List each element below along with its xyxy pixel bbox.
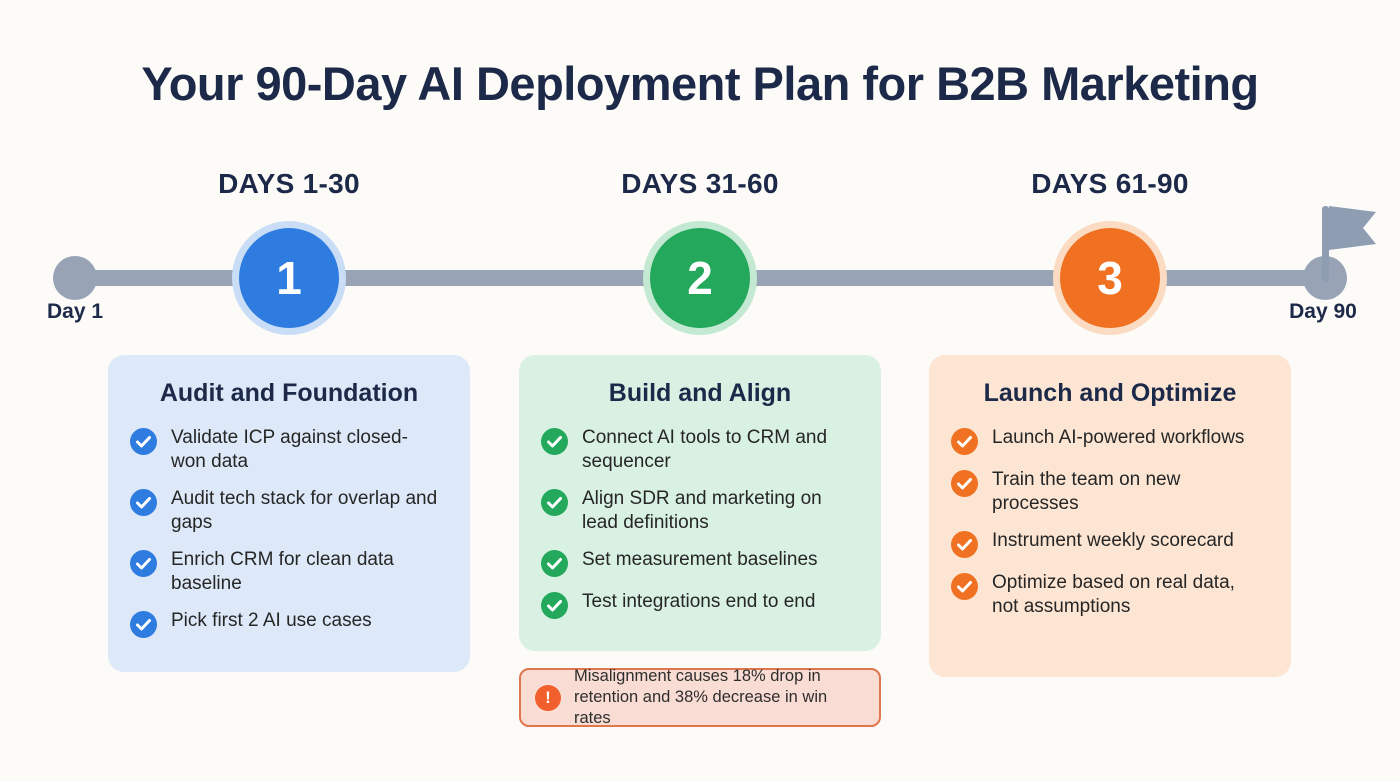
day1-label: Day 1: [46, 300, 104, 323]
check-icon: [951, 470, 978, 497]
checklist-item: Align SDR and marketing on lead definiti…: [541, 487, 859, 535]
day90-label: Day 90: [1289, 300, 1357, 323]
checklist-item: Launch AI-powered workflows: [951, 426, 1269, 455]
card-title: Launch and Optimize: [983, 379, 1237, 407]
check-icon: [951, 428, 978, 455]
card-title: Build and Align: [608, 379, 792, 407]
check-icon: [541, 549, 568, 577]
check-icon: [130, 610, 157, 638]
item-text: Connect AI tools to CRM and sequencer: [582, 427, 828, 472]
item-text: Audit tech stack for overlap and gaps: [171, 487, 438, 533]
phase-2-number: 2: [650, 228, 750, 328]
check-icon: [541, 488, 568, 516]
phase-3-circle: 3: [1053, 221, 1167, 335]
checklist-item: Validate ICP against closed-won data: [130, 426, 448, 474]
card-title: Audit and Foundation: [159, 379, 419, 407]
phase-1-number: 1: [239, 228, 339, 328]
phase-1-circle: 1: [232, 221, 346, 335]
check-icon: [951, 572, 978, 600]
checklist-item: Test integrations end to end: [541, 590, 859, 619]
page-title: Your 90-Day AI Deployment Plan for B2B M…: [141, 57, 1259, 110]
item-text: Instrument weekly scorecard: [992, 529, 1234, 551]
check-icon: [130, 488, 157, 516]
flag-icon: [1322, 206, 1376, 282]
checklist-item: Enrich CRM for clean data baseline: [130, 548, 448, 596]
item-text: Set measurement baselines: [582, 548, 818, 570]
timeline-start-dot: [53, 256, 97, 300]
phase-3-number: 3: [1060, 228, 1160, 328]
checklist-item: Audit tech stack for overlap and gaps: [130, 487, 448, 535]
check-icon: [541, 591, 568, 619]
phase-2-label: DAYS 31-60: [621, 168, 779, 199]
card-launch-and-optimize: Launch and Optimize Launch AI-powered wo…: [929, 355, 1291, 677]
item-text: Enrich CRM for clean data baseline: [171, 548, 394, 594]
phase-3-label: DAYS 61-90: [1031, 168, 1189, 199]
checklist-item: Optimize based on real data, not assumpt…: [951, 571, 1269, 619]
item-text: Test integrations end to end: [582, 590, 816, 612]
item-text: Launch AI-powered workflows: [992, 427, 1245, 448]
check-icon: [541, 428, 568, 455]
checklist-item: Pick first 2 AI use cases: [130, 609, 448, 638]
exclamation-icon: !: [535, 684, 561, 711]
warning-callout: ! Misalignment causes 18% drop in retent…: [519, 666, 881, 728]
check-icon: [130, 428, 157, 455]
checklist-item: Instrument weekly scorecard: [951, 529, 1269, 558]
checklist-item: Train the team on new processes: [951, 468, 1269, 516]
item-text: Optimize based on real data, not assumpt…: [992, 571, 1235, 617]
phase-1-label: DAYS 1-30: [218, 168, 360, 199]
phase-2-circle: 2: [643, 221, 757, 335]
item-text: Align SDR and marketing on lead definiti…: [582, 487, 822, 533]
checklist-item: Set measurement baselines: [541, 548, 859, 577]
item-text: Pick first 2 AI use cases: [171, 609, 372, 631]
item-text: Train the team on new processes: [992, 469, 1181, 514]
check-icon: [951, 530, 978, 558]
item-text: Validate ICP against closed-won data: [171, 427, 408, 472]
callout-text: Misalignment causes 18% drop in retentio…: [574, 666, 828, 728]
card-build-and-align: Build and Align Connect AI tools to CRM …: [519, 355, 881, 651]
checklist-item: Connect AI tools to CRM and sequencer: [541, 426, 859, 474]
check-icon: [130, 549, 157, 577]
card-audit-and-foundation: Audit and Foundation Validate ICP agains…: [108, 355, 470, 672]
